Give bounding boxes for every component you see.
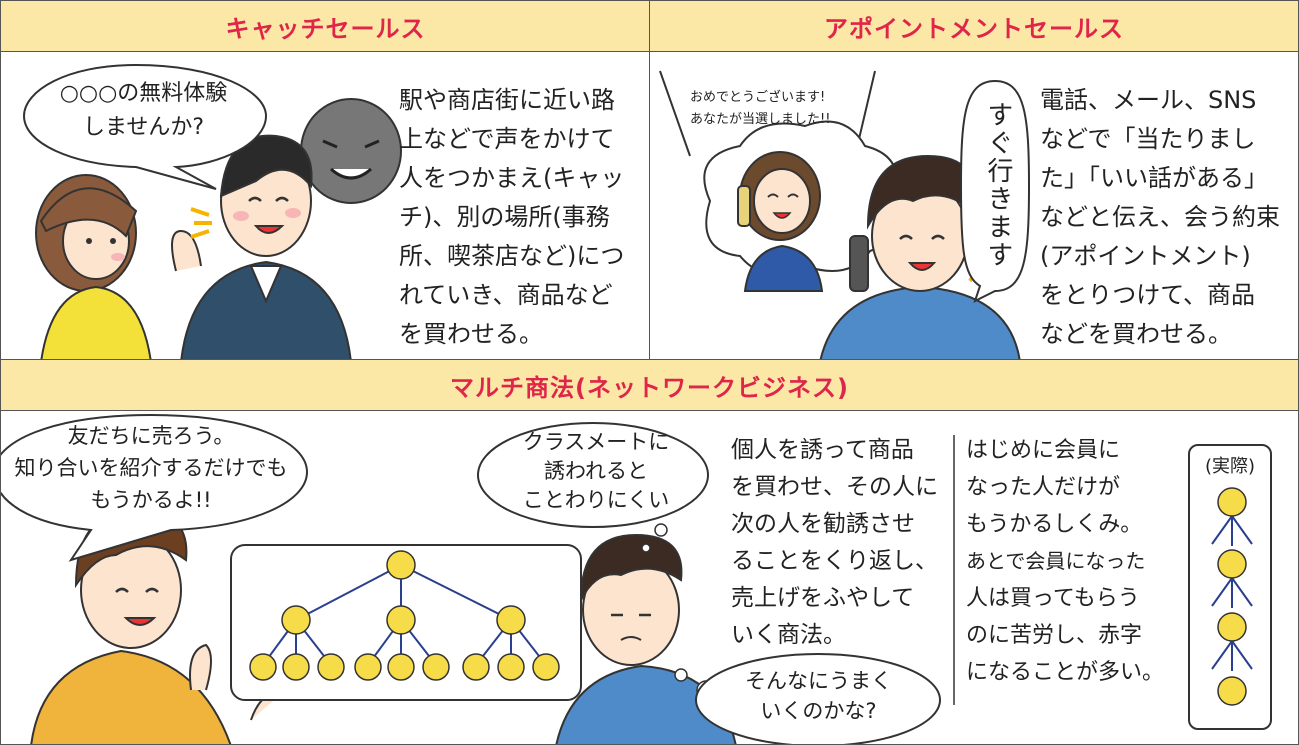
desc-line: チ)、別の場所(事務: [399, 203, 610, 231]
panel-appointment-sales: アポイントメントセールス おめでとうございます! あなたが当選しました!! すぐ…: [649, 0, 1299, 361]
reality-label: (実際): [1204, 456, 1256, 477]
desc-line: 人をつかまえ(キャッ: [399, 164, 625, 192]
bubble-line: しませんか?: [82, 115, 205, 140]
reality-chain-icon: [1211, 487, 1253, 706]
vertical-bubble-shape: [959, 79, 1031, 303]
desc-line: はじめに会員に: [966, 438, 1121, 463]
catch-sales-illustration: [35, 98, 402, 360]
desc-line: ることをくり返し、: [731, 548, 938, 574]
bubble-line: もうかるよ!!: [90, 488, 212, 512]
desc-line: などと伝え、会う約束: [1040, 203, 1280, 231]
desc-line: のに苦労し、赤字: [966, 623, 1143, 648]
catch-bubble-shape: [22, 63, 268, 190]
catch-speech-bubble: ○○○の無料体験 しませんか?: [21, 77, 266, 145]
mlm-illustration: [30, 435, 955, 744]
phone-line: あなたが当選しました!!: [690, 112, 831, 127]
bubble-line: いくのかな?: [760, 699, 877, 723]
desc-line: 人は買ってもらう: [966, 586, 1140, 611]
bubble-line: 友だちに売ろう。: [67, 424, 235, 448]
appointment-description: 電話、メール、SNS などで「当たりまし た」「いい話がある」 などと伝え、会う…: [1040, 81, 1280, 354]
reality-box: (実際): [1188, 444, 1272, 730]
phone-call-text: おめでとうございます! あなたが当選しました!!: [690, 87, 830, 131]
desc-line: になることが多い。: [966, 660, 1165, 685]
bubble-line: 知り合いを紹介するだけでも: [14, 456, 288, 480]
vertical-speech-bubble: すぐ行きます: [983, 101, 1013, 269]
desc-line: なった人だけが: [966, 475, 1121, 500]
panel-title: アポイントメントセールス: [650, 1, 1298, 52]
left-bubble-shape: [1, 413, 309, 562]
desc-line: を買わせ、その人に: [731, 474, 938, 500]
panel-title: マルチ商法(ネットワークビジネス): [1, 360, 1298, 411]
left-speech-bubble: 友だちに売ろう。 知り合いを紹介するだけでも もうかるよ!!: [1, 420, 306, 516]
desc-line: た」「いい話がある」: [1040, 164, 1268, 192]
catch-description: 駅や商店街に近い路 上などで声をかけて 人をつかまえ(キャッ チ)、別の場所(事…: [399, 81, 624, 354]
desc-line: をとりつけて、商品: [1040, 281, 1256, 309]
thought-bubble-shape: [477, 422, 709, 528]
desc-line: れていき、商品など: [399, 281, 613, 309]
desc-line: 売上げをふやして: [731, 585, 915, 611]
desc-line: 個人を誘って商品: [731, 437, 914, 463]
thought-bubble: クラスメートに 誘われると ことわりにくい: [491, 428, 701, 515]
bubble-line: 誘われると: [544, 459, 648, 483]
desc-line: いく商法。: [731, 622, 846, 648]
bubble-line: ○○○の無料体験: [59, 81, 228, 106]
desc-line: もうかるしくみ。: [966, 512, 1143, 537]
mlm-description: 個人を誘って商品 を買わせ、その人に 次の人を勧誘させ ることをくり返し、 売上…: [731, 432, 938, 654]
desc-line: あとで会員になった: [966, 549, 1146, 573]
panel-multi-level-marketing: マルチ商法(ネットワークビジネス): [0, 359, 1299, 745]
mlm-mechanism-description: はじめに会員に なった人だけが もうかるしくみ。 あとで会員になった 人は買って…: [966, 432, 1164, 691]
panel-title: キャッチセールス: [1, 1, 650, 52]
desc-line: 上などで声をかけて: [399, 125, 615, 153]
desc-line: 次の人を勧誘させ: [731, 511, 915, 537]
desc-line: 駅や商店街に近い路: [399, 86, 615, 114]
panel-catch-sales: キャッチセールス ○○○の無料体験 しませんか? 駅や商店街に近い路 上などで声…: [0, 0, 651, 361]
phone-line: おめでとうございます!: [690, 90, 826, 105]
desc-line: などを買わせる。: [1040, 320, 1232, 348]
desc-line: (アポイントメント): [1040, 242, 1251, 270]
appointment-illustration: [659, 70, 1021, 360]
bottom-bubble-shape: [695, 653, 941, 744]
bubble-line: そんなにうまく: [745, 669, 892, 693]
bottom-thought-bubble: そんなにうまく いくのかな?: [701, 666, 936, 726]
bubble-line: ことわりにくい: [522, 488, 670, 512]
desc-line: を買わせる。: [399, 320, 543, 348]
desc-line: などで「当たりまし: [1040, 125, 1256, 153]
bubble-line: クラスメートに: [522, 430, 670, 454]
desc-line: 電話、メール、SNS: [1040, 86, 1257, 114]
desc-line: 所、喫茶店など)につ: [399, 242, 625, 270]
